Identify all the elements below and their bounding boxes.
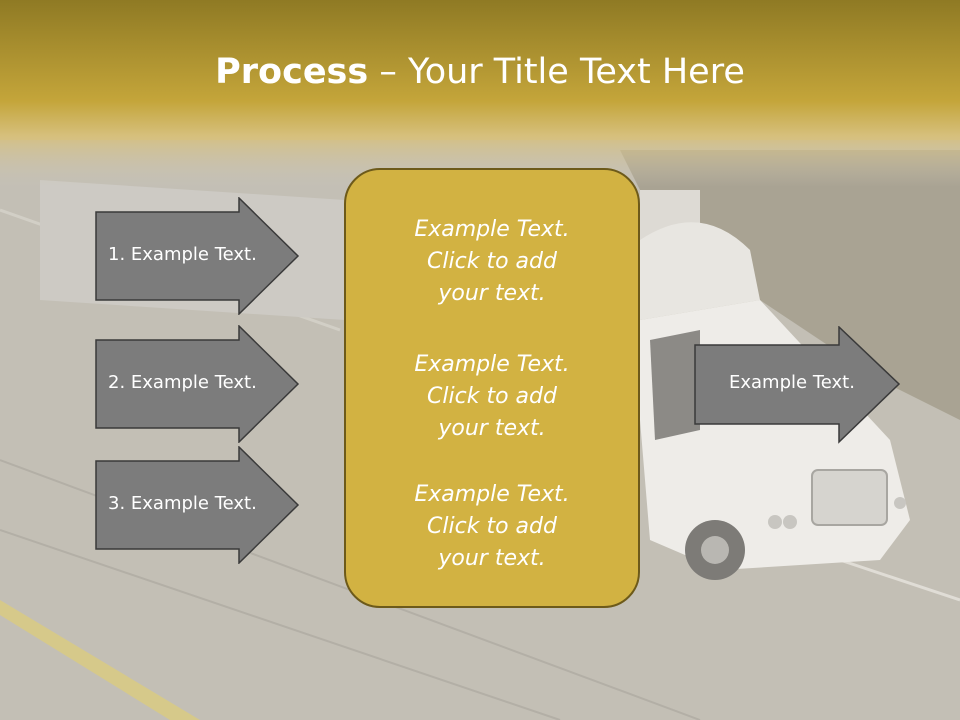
slide-title: Process – Your Title Text Here — [0, 52, 960, 92]
center-block-3-line-1: Example Text. — [414, 482, 570, 507]
title-rest: – Your Title Text Here — [368, 52, 745, 92]
center-text-block-3: Example Text. Click to add your text. — [346, 479, 638, 575]
center-block-1-line-3: your text. — [438, 281, 546, 306]
left-arrow-1[interactable]: 1. Example Text. — [95, 197, 300, 315]
right-arrow-shape-icon — [694, 326, 901, 444]
left-arrow-3-label: 3. Example Text. — [108, 493, 257, 514]
left-arrow-2-label: 2. Example Text. — [108, 372, 257, 393]
center-block-1-line-1: Example Text. — [414, 217, 570, 242]
right-arrow-shape-icon — [95, 325, 300, 443]
left-arrow-3[interactable]: 3. Example Text. — [95, 446, 300, 564]
right-arrow-shape-icon — [95, 446, 300, 564]
center-block-3-line-2: Click to add — [427, 514, 557, 539]
center-text-block-1: Example Text. Click to add your text. — [346, 214, 638, 310]
right-arrow-shape-icon — [95, 197, 300, 315]
left-arrow-1-label: 1. Example Text. — [108, 244, 257, 265]
right-arrow-label: Example Text. — [729, 372, 855, 393]
center-block-2-line-3: your text. — [438, 416, 546, 441]
center-block-1-line-2: Click to add — [427, 249, 557, 274]
left-arrow-2[interactable]: 2. Example Text. — [95, 325, 300, 443]
center-block-3-line-3: your text. — [438, 546, 546, 571]
center-text-box[interactable]: Example Text. Click to add your text. Ex… — [344, 168, 640, 608]
center-block-2-line-2: Click to add — [427, 384, 557, 409]
center-text-block-2: Example Text. Click to add your text. — [346, 349, 638, 445]
title-bold: Process — [215, 52, 369, 92]
right-arrow[interactable]: Example Text. — [694, 326, 901, 444]
center-block-2-line-1: Example Text. — [414, 352, 570, 377]
